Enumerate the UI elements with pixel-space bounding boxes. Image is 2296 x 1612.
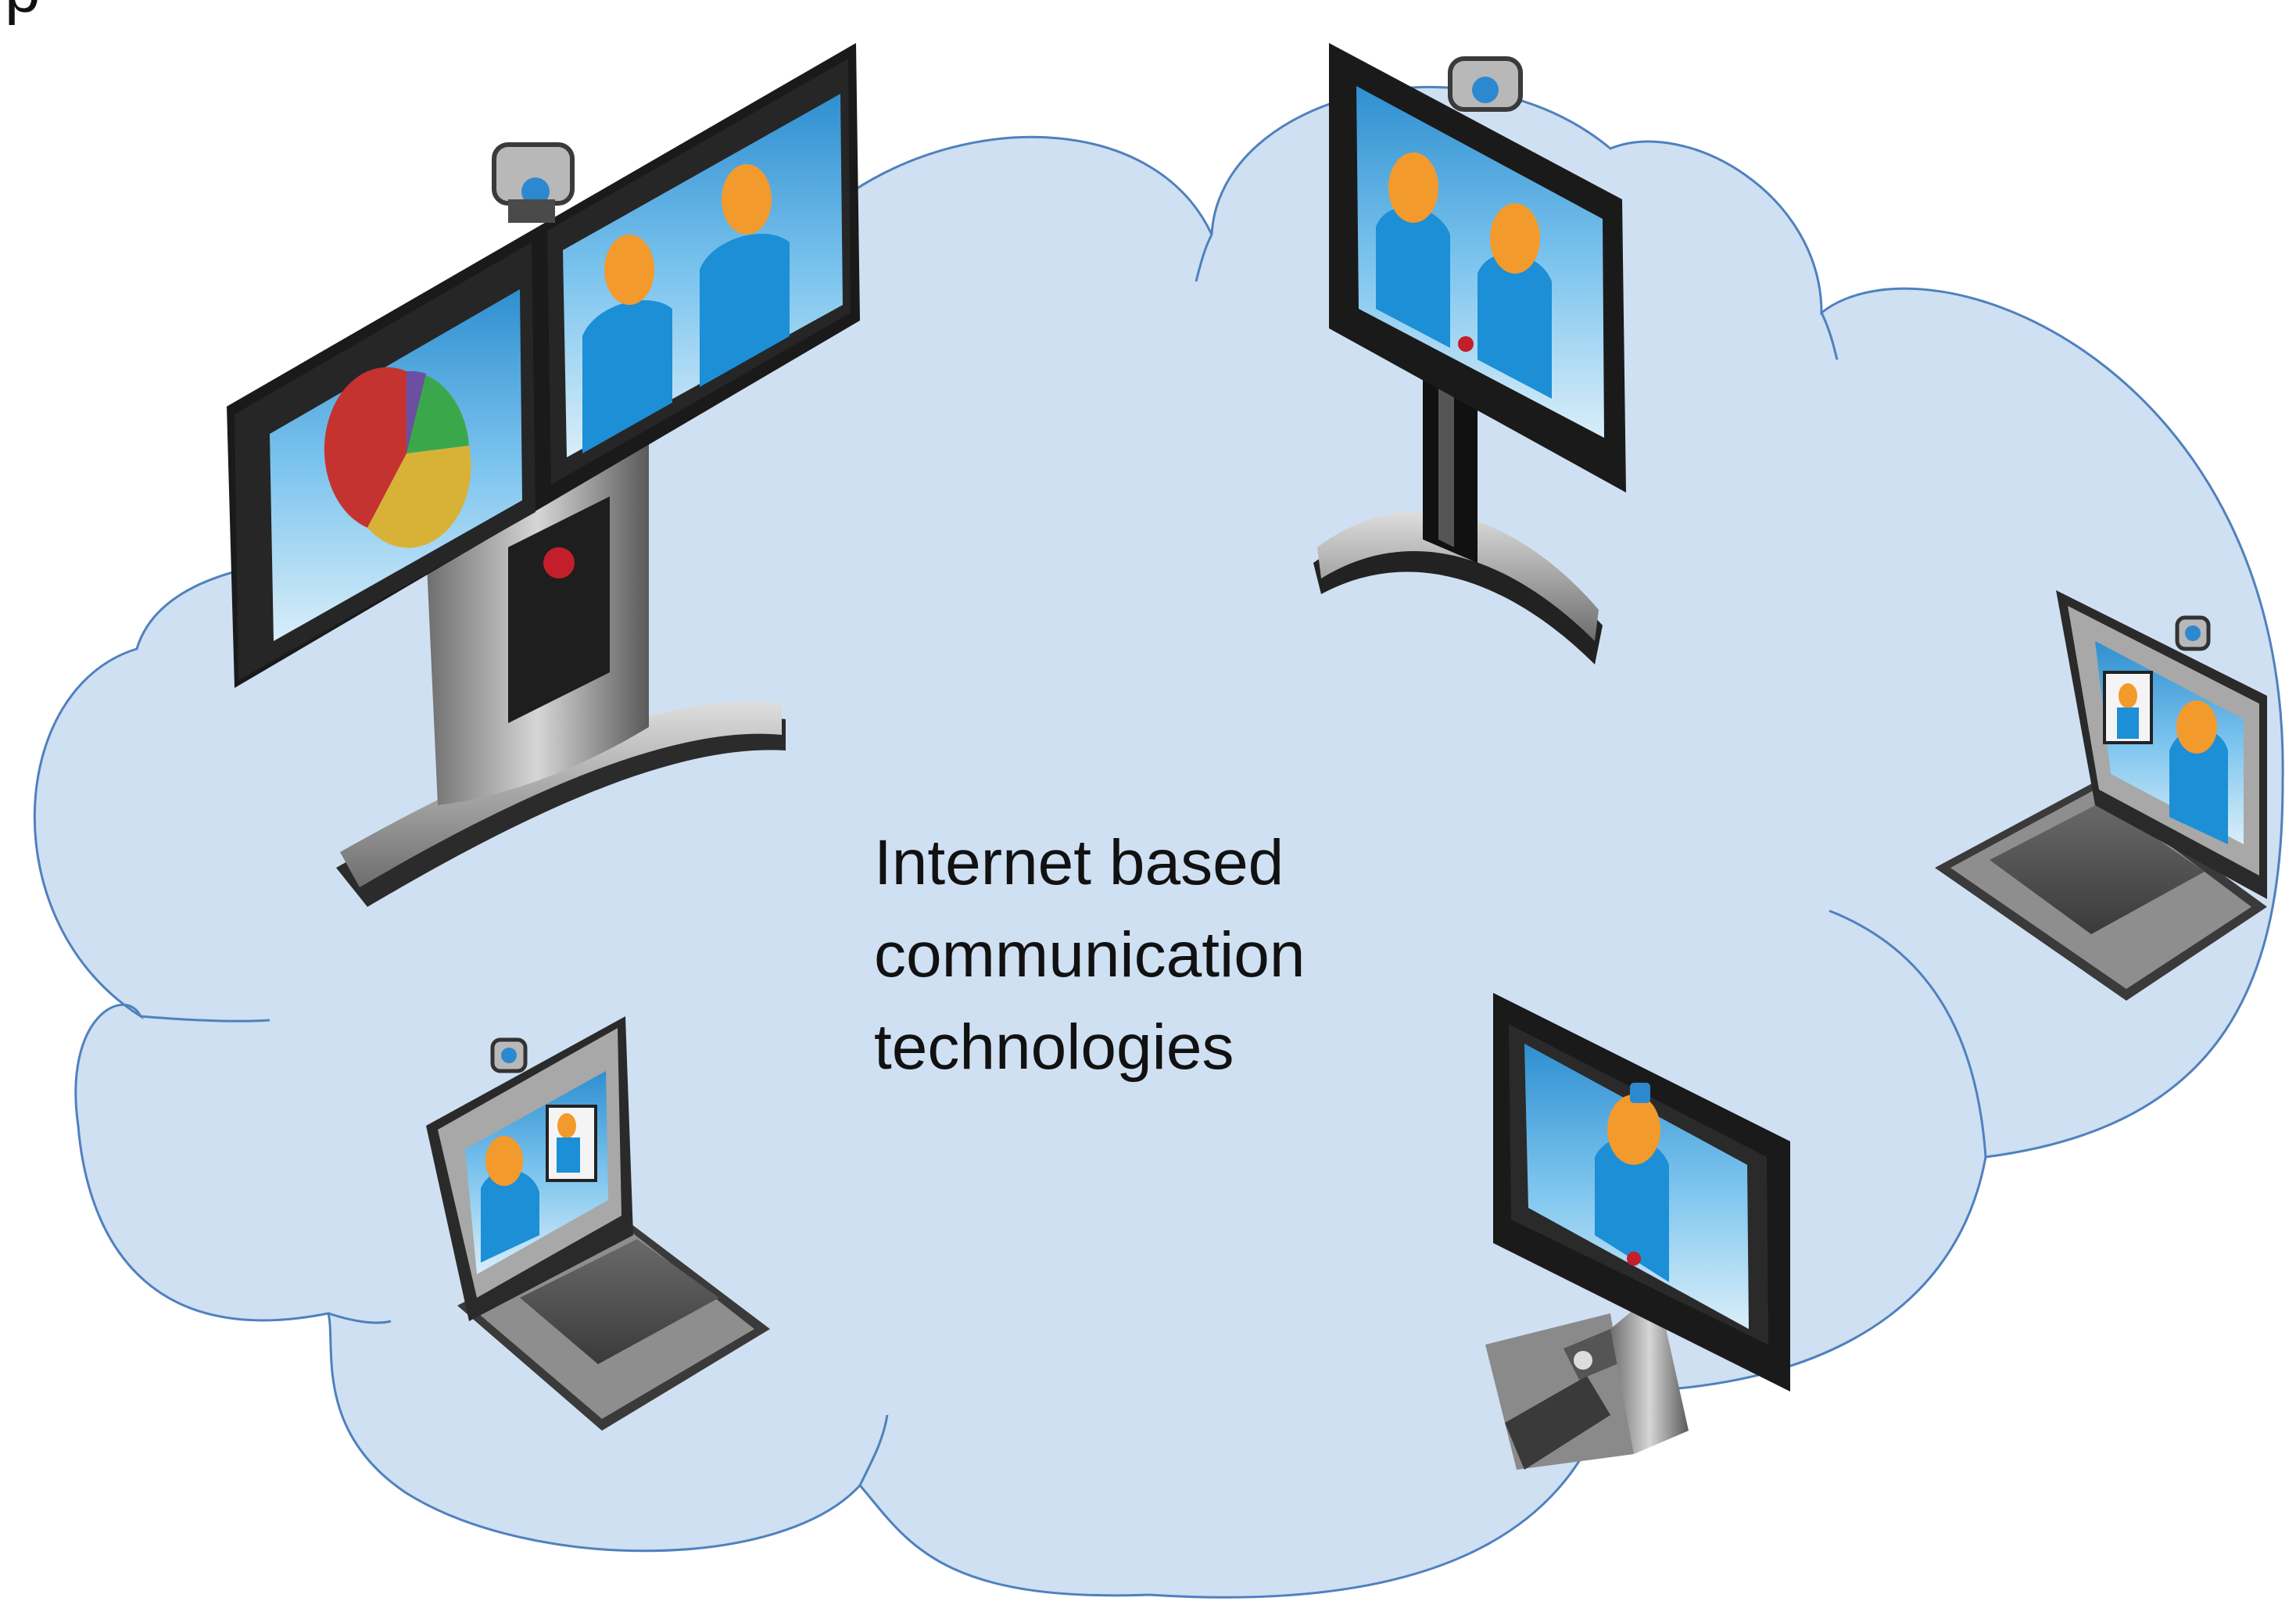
camera-icon [1448,56,1523,112]
camera-icon [492,142,575,223]
participant-icon [1478,203,1552,399]
cloud-label: Internet based communication technologie… [874,817,1437,1094]
pie-chart-icon [324,367,471,548]
cut-off-text: p [5,0,41,30]
participant-icon [582,235,672,453]
participant-icon [1376,152,1450,348]
cloud-label-line-2: communication [874,919,1306,990]
participant-icon [1595,1094,1669,1282]
telepresence-icon [227,43,860,907]
video-display-icon [1313,43,1626,665]
participant-icon [700,164,790,387]
laptop-icon [1935,590,2267,1001]
cloud-label-line-1: Internet based [874,827,1284,898]
video-phone-icon [1485,993,1790,1470]
cloud-label-line-3: technologies [874,1012,1234,1083]
participant-icon [2169,700,2228,844]
laptop-icon [426,1016,770,1431]
participant-icon [481,1136,539,1263]
